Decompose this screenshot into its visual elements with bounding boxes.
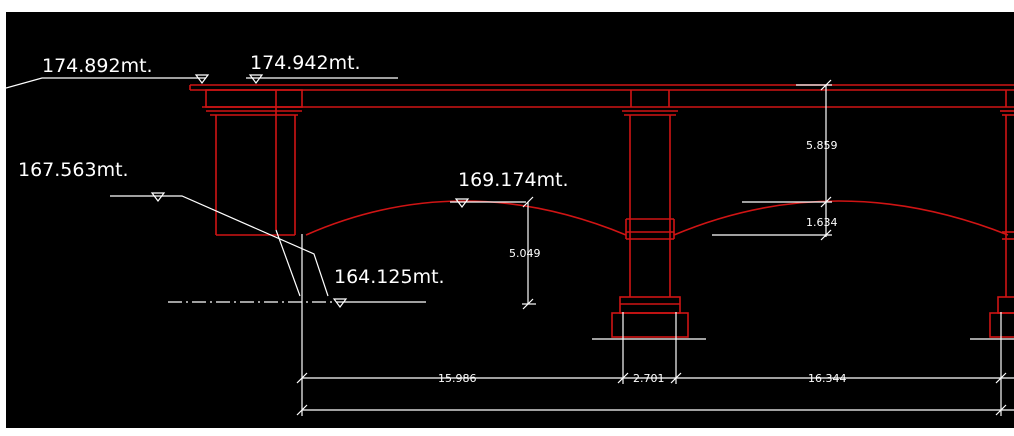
dim-pier-width: 2.701 <box>633 372 665 385</box>
deck-slab <box>189 84 1014 108</box>
left-abutment <box>205 89 303 236</box>
level-left-ground: 174.892mt. <box>42 55 153 77</box>
dim-pier-height: 5.859 <box>806 139 838 152</box>
annotation-lines <box>6 74 1014 416</box>
pier-2 <box>989 90 1014 338</box>
dim-span-right: 16.344 <box>808 372 847 385</box>
dim-arch-rise: 5.049 <box>509 247 541 260</box>
level-marker <box>454 198 470 208</box>
level-marker <box>194 74 210 84</box>
elevation-labels: 174.892mt. 174.942mt. 167.563mt. 169.174… <box>18 52 569 288</box>
level-marker <box>248 74 264 84</box>
dim-span-left: 15.986 <box>438 372 477 385</box>
dimension-labels: 5.859 1.634 5.049 15.986 2.701 16.344 <box>438 139 847 385</box>
cad-drawing-canvas: 174.892mt. 174.942mt. 167.563mt. 169.174… <box>6 12 1014 428</box>
ground-profile-left <box>6 77 206 89</box>
level-arch-crown: 169.174mt. <box>458 169 569 191</box>
bridge-structure <box>189 84 1014 338</box>
dim-crown-to-deck: 1.634 <box>806 216 838 229</box>
level-bank: 167.563mt. <box>18 159 129 181</box>
arch-left <box>305 200 627 236</box>
pier-1 <box>611 90 689 338</box>
ground-profile-bank <box>110 195 329 297</box>
level-marker <box>332 298 348 308</box>
arch-right <box>673 200 1009 236</box>
bridge-elevation-drawing: 174.892mt. 174.942mt. 167.563mt. 169.174… <box>6 52 1014 416</box>
level-river-bed: 164.125mt. <box>334 266 445 288</box>
level-deck: 174.942mt. <box>250 52 361 74</box>
level-marker <box>150 192 166 202</box>
